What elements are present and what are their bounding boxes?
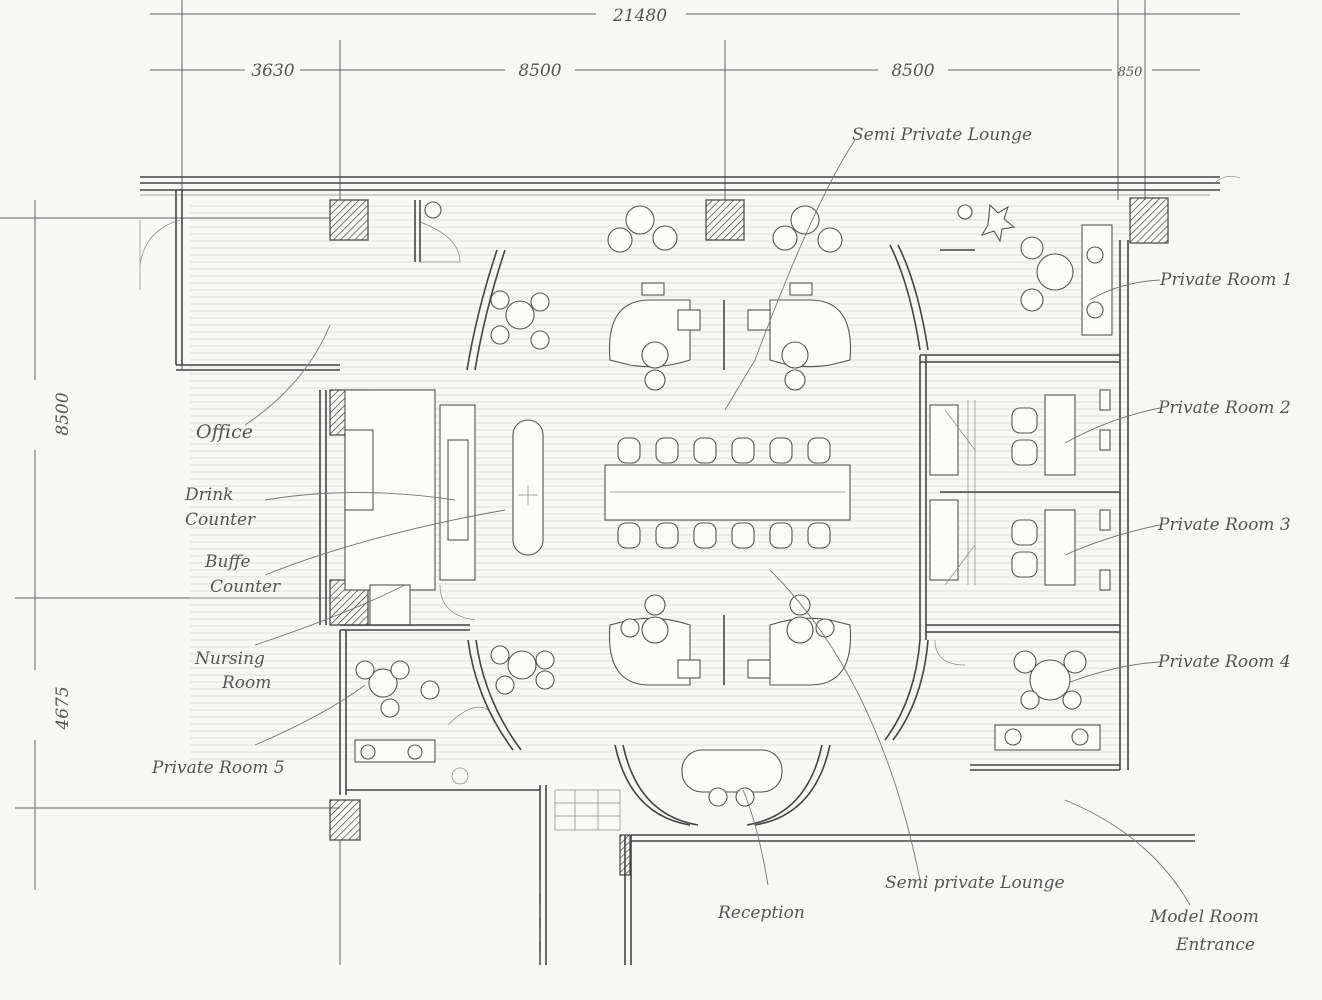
label-private-room-3: Private Room 3	[1157, 515, 1291, 535]
office-room	[139, 190, 461, 371]
central-communal-table	[512, 419, 851, 556]
private-rooms-right	[919, 203, 1129, 771]
label-drink-counter-line1: Drink	[184, 485, 233, 505]
label-model-room-entrance-line2: Entrance	[1175, 935, 1255, 955]
label-nursing-room-line1: Nursing	[194, 649, 265, 669]
label-reception: Reception	[717, 903, 805, 923]
semi-private-lounge-top-furniture	[607, 205, 852, 391]
label-private-room-2: Private Room 2	[1157, 398, 1291, 418]
leader-lines	[244, 139, 1191, 906]
label-semi-private-lounge-top: Semi Private Lounge	[852, 125, 1032, 145]
label-private-room-4: Private Room 4	[1157, 652, 1291, 672]
dim-segment-2: 8500	[518, 61, 561, 81]
left-lounge-seating	[490, 290, 555, 695]
label-buffe-counter-line2: Counter	[210, 577, 281, 597]
room-labels: Semi Private Lounge Private Room 1 Priva…	[151, 125, 1293, 955]
label-private-room-1: Private Room 1	[1159, 270, 1293, 290]
semi-private-lounge-bottom-furniture	[608, 594, 852, 686]
label-buffe-counter-line1: Buffe	[204, 552, 251, 572]
label-semi-private-lounge-bottom: Semi private Lounge	[885, 873, 1065, 893]
dimension-lines: 21480 3630 8500 8500 850 8500 4675	[0, 0, 1240, 890]
dim-segment-4: 850	[1118, 65, 1143, 80]
label-nursing-room-line2: Room	[221, 673, 271, 693]
label-model-room-entrance-line1: Model Room	[1149, 907, 1259, 927]
label-private-room-5: Private Room 5	[151, 758, 285, 778]
label-drink-counter-line2: Counter	[185, 510, 256, 530]
curved-partitions	[466, 244, 929, 751]
counters	[319, 389, 476, 625]
private-room-5	[339, 630, 540, 795]
dim-total-width: 21480	[612, 6, 667, 26]
dim-segment-3: 8500	[891, 61, 934, 81]
reception-area	[339, 744, 1195, 965]
dim-segment-1: 3630	[251, 61, 294, 81]
nursing-room	[340, 584, 470, 631]
label-office: Office	[196, 421, 253, 443]
dim-left-lower: 4675	[53, 686, 73, 730]
dim-left-upper: 8500	[53, 392, 73, 435]
exterior-wall-top	[140, 176, 1241, 196]
